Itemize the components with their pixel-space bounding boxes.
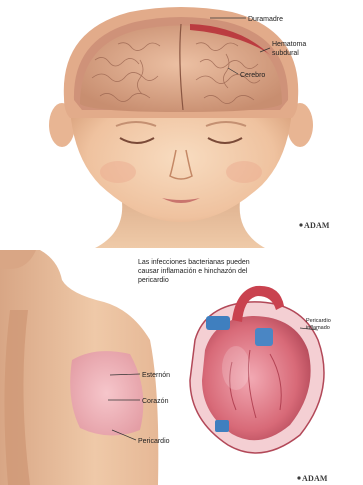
head-diagram: Duramadre Hematoma subdural Cerebro ADAM	[0, 0, 363, 248]
adam-logo-bottom: ADAM	[297, 474, 328, 483]
left-cheek	[100, 161, 136, 183]
adam-logo-text: ADAM	[304, 221, 330, 230]
chest-heart-diagram: Esternón Corazón Pericardio Las infeccio…	[0, 250, 363, 485]
heart-illustration	[190, 286, 324, 453]
caption-line2: causar inflamación e hinchazón del	[138, 268, 248, 275]
label-hematoma-line2: subdural	[272, 50, 299, 57]
pericarditis-illustration: Esternón Corazón Pericardio Las infeccio…	[0, 250, 363, 485]
caption-line1: Las infecciones bacterianas pueden	[138, 259, 250, 266]
adam-logo: ADAM	[299, 221, 330, 230]
chest-pericardium	[70, 351, 143, 435]
label-pericardio: Pericardio	[138, 438, 170, 445]
adam-logo-bottom-text: ADAM	[302, 474, 328, 483]
label-cerebro: Cerebro	[240, 72, 265, 79]
right-cheek	[226, 161, 262, 183]
caption-line3: pericardio	[138, 277, 169, 284]
label-pericardio-inflamado-line1: Pericardio	[306, 318, 331, 324]
label-pericardio-inflamado-line2: inflamado	[306, 325, 330, 331]
subdural-hematoma-illustration: Duramadre Hematoma subdural Cerebro ADAM	[0, 0, 363, 248]
inferior-vessel	[215, 420, 229, 432]
pulmonary-vessel	[255, 328, 273, 346]
label-duramadre: Duramadre	[248, 16, 283, 23]
superior-vena-cava	[206, 316, 230, 330]
label-esternon: Esternón	[142, 372, 170, 379]
label-corazon: Corazón	[142, 398, 169, 405]
label-hematoma-line1: Hematoma	[272, 41, 306, 48]
